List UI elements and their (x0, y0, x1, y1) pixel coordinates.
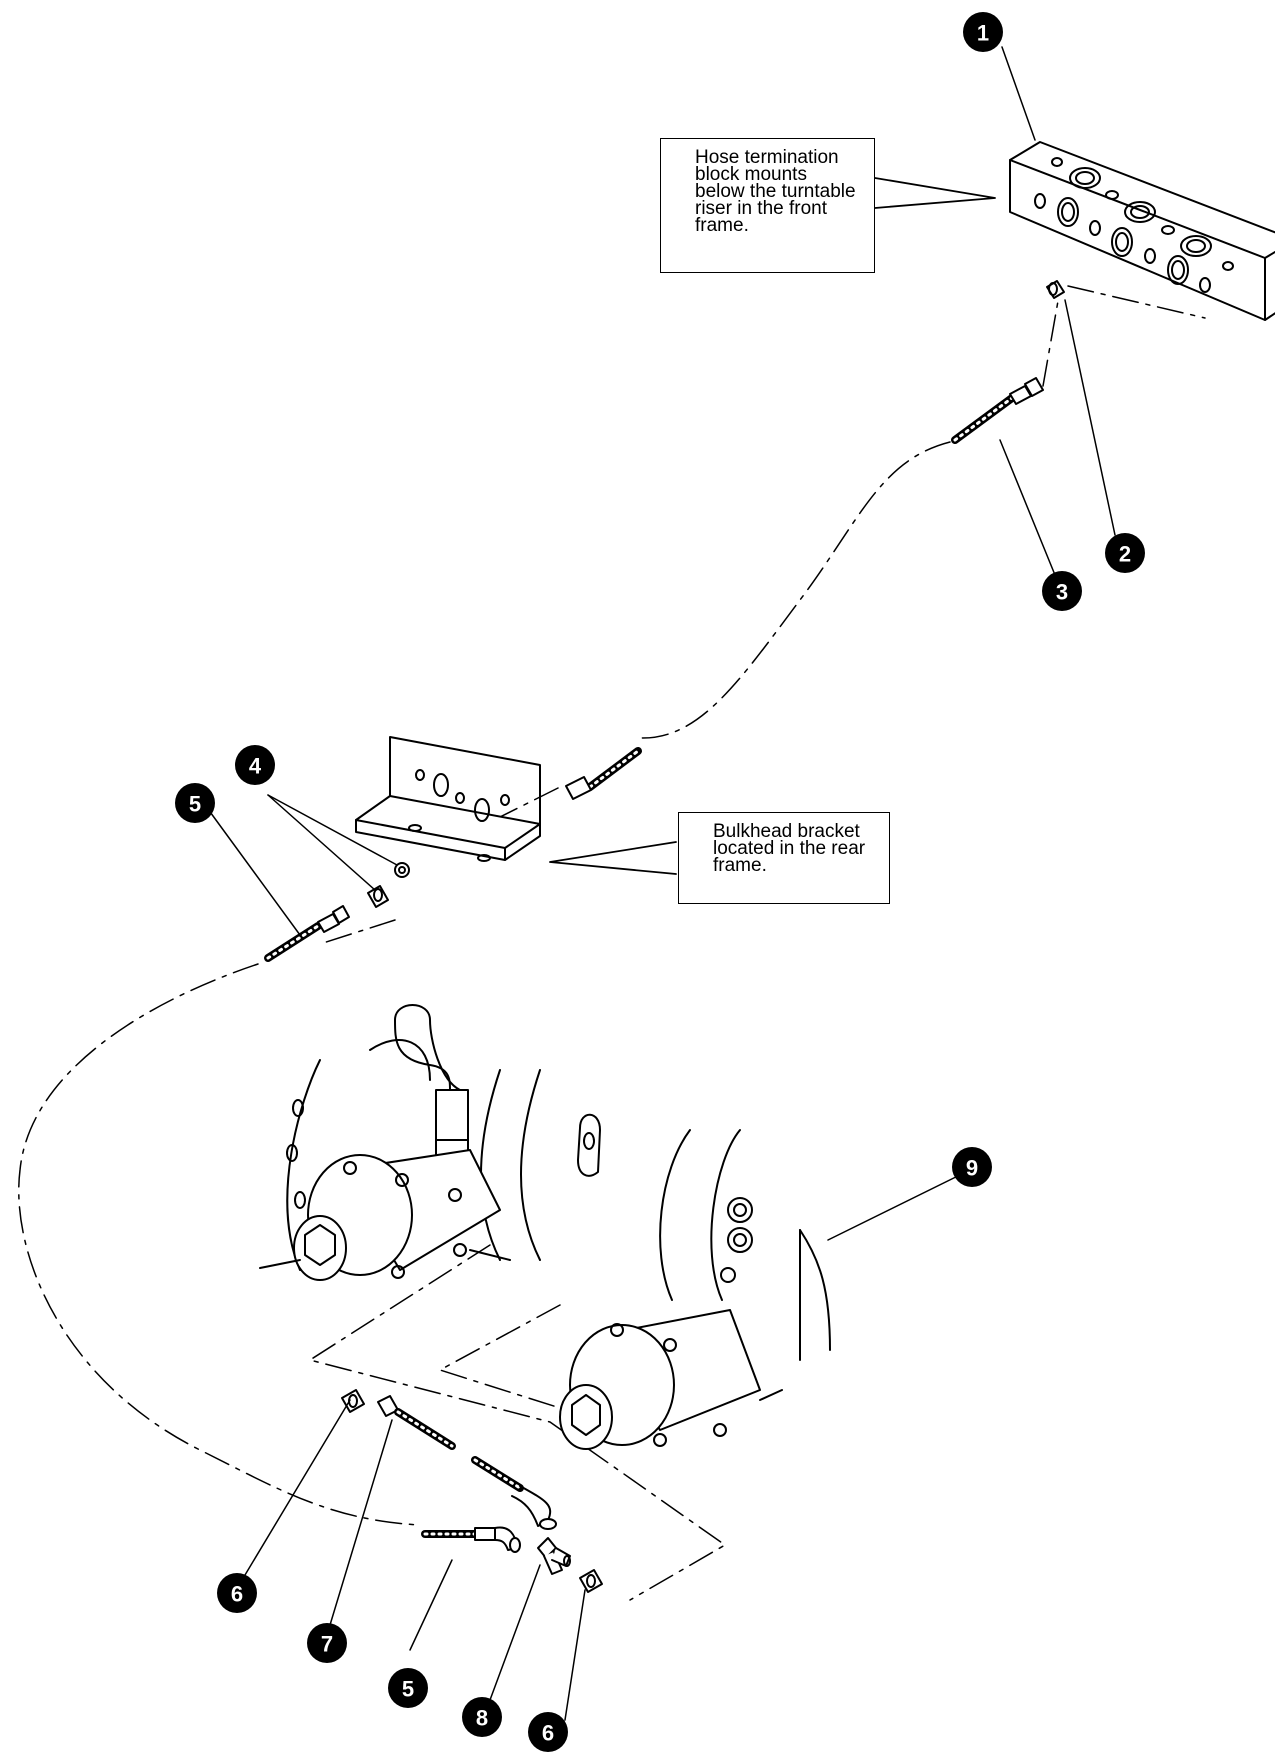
item-number: 4 (249, 754, 262, 779)
callout-line: frame. (713, 855, 767, 876)
drive-motor-front (259, 1004, 541, 1281)
item-badge-3: 3 (1042, 571, 1082, 611)
hose-at-bracket (565, 747, 642, 800)
item-number: 6 (231, 1582, 243, 1607)
item-badge-5-lower: 5 (388, 1668, 428, 1708)
item-badge-5-upper: 5 (175, 783, 215, 823)
item-number: 5 (189, 792, 201, 817)
termination-block-callout: Hose termination block mounts below the … (660, 138, 875, 273)
item-badge-2: 2 (1105, 533, 1145, 573)
callout-line: located in the rear (713, 838, 866, 859)
leader-lines (204, 46, 1116, 1721)
hose-assembly-lower-center (421, 1526, 521, 1553)
adapter-fitting-lower-right (579, 1569, 603, 1593)
item-number: 8 (476, 1706, 488, 1731)
item-number: 2 (1119, 542, 1131, 567)
item-badge-1: 1 (963, 12, 1003, 52)
callout-line: Bulkhead bracket (713, 821, 860, 842)
item-number: 6 (542, 1721, 554, 1746)
hose-termination-block (1009, 141, 1275, 321)
bulkhead-bracket (355, 736, 541, 862)
item-badge-6-right: 6 (528, 1712, 568, 1752)
hose-assembly-top (951, 377, 1044, 444)
item-badge-6-left: 6 (217, 1573, 257, 1613)
item-number: 5 (402, 1677, 414, 1702)
item-number: 3 (1056, 580, 1068, 605)
callout-line: riser in the front (695, 198, 827, 219)
item-badge-8: 8 (462, 1697, 502, 1737)
callout-line: block mounts (695, 164, 807, 185)
bulkhead-bracket-callout: Bulkhead bracket located in the rear fra… (678, 812, 890, 904)
item-number: 9 (966, 1156, 978, 1181)
item-badges: 1 2 3 4 5 6 7 5 (175, 12, 1145, 1752)
drive-motor-rear (559, 1113, 831, 1450)
item-badge-4: 4 (235, 745, 275, 785)
item-badge-9: 9 (952, 1147, 992, 1187)
adapter-fitting-top (1046, 280, 1065, 299)
bulkhead-fitting-and-nut (367, 862, 410, 908)
item-badge-7: 7 (307, 1623, 347, 1663)
item-number: 1 (977, 21, 989, 46)
item-number: 7 (321, 1632, 333, 1657)
callout-line: Hose termination (695, 147, 839, 168)
callout-line: below the turntable (695, 181, 856, 202)
hose-assembly-left (264, 905, 350, 962)
tee-fitting (537, 1537, 571, 1575)
hose-assembly-lower-left (377, 1395, 557, 1530)
callout-line: frame. (695, 215, 749, 236)
routing-lines (18, 285, 1206, 1601)
